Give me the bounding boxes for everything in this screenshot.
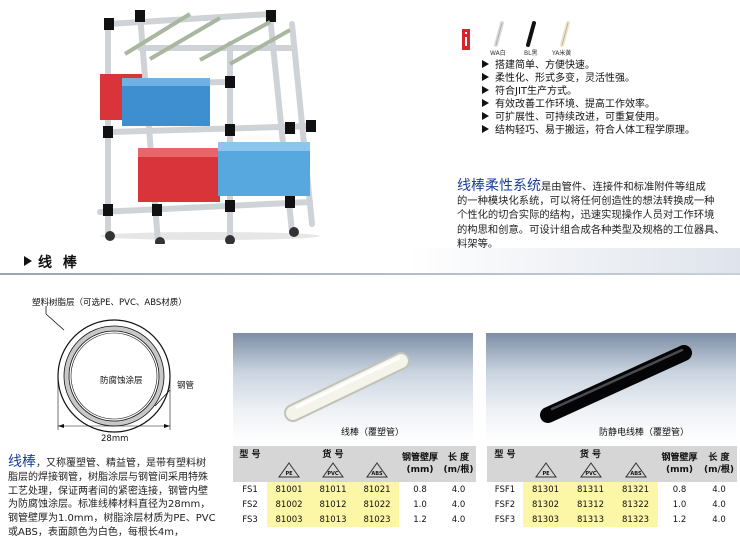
table-row: FS3 81003 81013 81023 1.2 4.0 (233, 512, 476, 527)
material-pvc-icon: PVC (311, 460, 355, 482)
description-paragraph: 线棒，又称覆塑管、精益管，是带有塑料树 脂层的焊接钢管，树脂涂层与钢管间采用特殊… (8, 454, 233, 540)
diagram-label-steel: 钢管 (177, 381, 195, 391)
section-title: 线 棒 (24, 252, 80, 272)
table-row: FSF1 81301 81311 81321 0.8 4.0 (487, 482, 737, 497)
col-header-length: 长 度 (m/根) (441, 446, 476, 482)
intro-paragraph: 线棒柔性系统是由管件、连接件和标准附件等组成 的一种模块化系统，可以将任何创造性… (457, 179, 740, 251)
description-line: ，又称覆塑管、精益管，是带有塑料树 (36, 458, 206, 469)
intro-line: 料架等。 (457, 237, 499, 250)
description-highlight: 线棒 (8, 454, 36, 470)
table-row: FSF2 81302 81312 81322 1.0 4.0 (487, 497, 737, 512)
svg-text:ABS: ABS (630, 471, 642, 477)
bullet-triangle-icon (482, 86, 489, 94)
feature-item: 结构轻巧、易于搬运，符合人体工程学原理。 (482, 124, 695, 137)
bullet-triangle-icon (482, 99, 489, 107)
svg-text:PE: PE (542, 471, 550, 477)
col-header-model: 型 号 (233, 446, 267, 460)
col-header-code: 货 号 (267, 446, 399, 460)
svg-text:PVC: PVC (327, 471, 339, 477)
bullet-triangle-icon (482, 125, 489, 133)
feature-item: 有效改善工作环境、提高工作效率。 (482, 98, 695, 111)
description-line: 钢管壁厚为1.0mm，树脂涂层材质为PE、PVC (8, 513, 216, 525)
white-pipe-icon (284, 352, 410, 422)
svg-text:PE: PE (285, 471, 293, 477)
swatch-label-white: WA白 (490, 50, 506, 57)
table-row: FS2 81002 81012 81022 1.0 4.0 (233, 497, 476, 512)
section-header-bar (0, 248, 740, 275)
swatch-label-black: BL黑 (524, 50, 538, 57)
product-caption: 线棒（覆塑管） (341, 428, 405, 438)
col-header-wall: 钢管壁厚 (mm) (399, 446, 441, 482)
intro-line: 是由管件、连接件和标准附件等组成 (541, 181, 706, 193)
feature-item: 搭建简单、方便快速。 (482, 59, 695, 72)
pipe-rack-cart-image (97, 10, 320, 244)
diagram-dimension-label: 28mm (101, 434, 129, 444)
feature-list: 搭建简单、方便快速。 柔性化、形式多变，灵活性强。 符合JIT生产方式。 有效改… (482, 59, 695, 137)
description-line: 为防腐蚀涂层。标准线棒材料直径为28mm， (8, 499, 211, 511)
swatch-label-beige: YA米黄 (552, 50, 572, 57)
bullet-triangle-icon (482, 112, 489, 120)
diagram-label-coating: 防腐蚀涂层 (100, 376, 143, 386)
info-badge-icon (462, 29, 470, 50)
section-arrow-icon (24, 256, 32, 266)
material-pe-icon: PE (267, 460, 311, 482)
material-abs-icon: ABS (613, 460, 658, 482)
material-abs-icon: ABS (355, 460, 399, 482)
intro-line: 的构思和创意。可设计组合成各种类型及规格的工位器具、 (457, 223, 725, 236)
pipe-color-samples-icon (494, 21, 570, 47)
product-photo-white-pipe: 线棒（覆塑管） (233, 333, 473, 443)
color-swatches: WA白 BL黑 YA米黄 (486, 19, 586, 59)
svg-text:ABS: ABS (371, 471, 383, 477)
product-photo-black-pipe: 防静电线棒（覆塑管） (486, 333, 736, 443)
spec-table-antistatic: 型 号 货 号 钢管壁厚 (mm) 长 度 (m/根) PE PVC ABS F… (487, 446, 737, 527)
bullet-triangle-icon (482, 73, 489, 81)
material-pvc-icon: PVC (568, 460, 613, 482)
black-pipe-icon (540, 345, 692, 423)
diagram-label-resin: 塑料树脂层（可选PE、PVC、ABS材质） (32, 298, 187, 308)
col-header-model: 型 号 (487, 446, 523, 460)
feature-item: 柔性化、形式多变，灵活性强。 (482, 72, 695, 85)
spec-table-standard: 型 号 货 号 钢管壁厚 (mm) 长 度 (m/根) PE PVC ABS F… (233, 446, 476, 527)
feature-item: 可扩展性、可持续改进，可重复使用。 (482, 111, 695, 124)
feature-item: 符合JIT生产方式。 (482, 85, 695, 98)
col-header-code: 货 号 (523, 446, 658, 460)
bullet-triangle-icon (482, 60, 489, 68)
table-row: FSF3 81303 81313 81323 1.2 4.0 (487, 512, 737, 527)
description-line: 或ABS，表面颜色为白色，每根长4m， (8, 526, 184, 538)
intro-line: 的一种模块化系统，可以将任何创造性的想法转换成一种 (457, 195, 715, 208)
col-header-wall: 钢管壁厚 (mm) (658, 446, 701, 482)
intro-line: 个性化的切合实际的结构，迅速实现操作人员对工作环境 (457, 209, 715, 222)
svg-text:PVC: PVC (585, 471, 597, 477)
description-line: 脂层的焊接钢管，树脂涂层与钢管间采用特殊 (8, 471, 208, 483)
col-header-length: 长 度 (m/根) (701, 446, 737, 482)
pipe-cross-section-diagram (45, 306, 171, 433)
product-caption: 防静电线棒（覆塑管） (599, 428, 690, 438)
material-pe-icon: PE (523, 460, 568, 482)
table-row: FS1 81001 81011 81021 0.8 4.0 (233, 482, 476, 497)
description-line: 工艺处理，保证两者间的紧密连接，钢管内壁 (8, 485, 208, 497)
intro-highlight: 线棒柔性系统 (457, 178, 541, 194)
